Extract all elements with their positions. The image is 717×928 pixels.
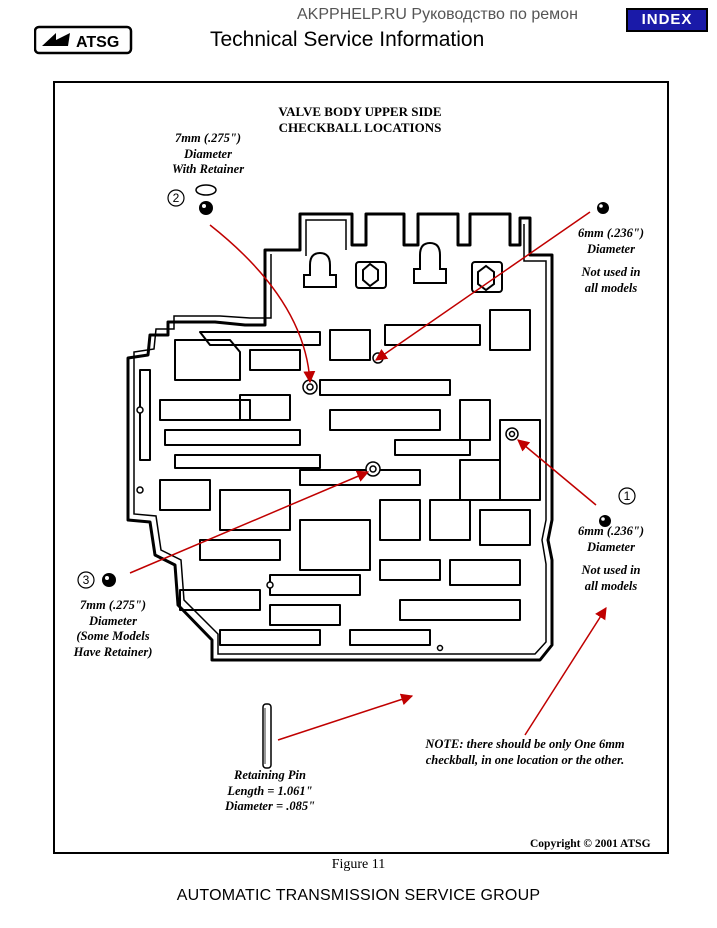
copyright: Copyright © 2001 ATSG <box>530 838 651 850</box>
checkball-icons <box>102 184 611 587</box>
callout-1-note2: all models <box>584 578 638 593</box>
pin-name: Retaining Pin <box>234 768 306 782</box>
callout-top-right-note1: Not used in <box>581 265 641 279</box>
callout-1-label: 6mm (.236") Diameter Not used in all mod… <box>556 524 666 594</box>
watermark-text: AKPPHELP.RU Руководство по ремон <box>297 6 578 23</box>
figure-title-line1: VALVE BODY UPPER SIDE <box>278 104 442 119</box>
callout-1-number: 1 <box>624 489 631 503</box>
callout-1-size: 6mm (.236") <box>578 524 644 538</box>
valve-body-outline <box>126 212 554 662</box>
retaining-pin-label: Retaining Pin Length = 1.061" Diameter =… <box>205 768 335 815</box>
footer-text: AUTOMATIC TRANSMISSION SERVICE GROUP <box>176 887 541 904</box>
logo-text: ATSG <box>76 34 119 51</box>
callout-top-right-note2: all models <box>584 280 638 295</box>
callout-top-right-size: 6mm (.236") <box>578 226 644 240</box>
document-title: Technical Service Information <box>210 28 485 51</box>
retainer-icon <box>195 184 217 196</box>
checkball-6mm-icon <box>597 202 609 214</box>
checkball-7mm-icon <box>199 201 213 215</box>
callout-3-note2: Have Retainer) <box>73 644 153 659</box>
note-line1: NOTE: there should be only One 6mm <box>425 737 625 751</box>
callout-3-size: 7mm (.275") <box>80 598 146 612</box>
checkball-7mm-icon-2 <box>102 573 116 587</box>
note-text: NOTE: there should be only One 6mm check… <box>405 737 645 768</box>
figure-frame <box>53 81 669 854</box>
callout-1-note1: Not used in <box>581 563 641 577</box>
callout-2-badge <box>167 189 185 207</box>
callout-2-note: With Retainer <box>171 162 245 176</box>
callout-2-size: 7mm (.275") <box>175 131 241 145</box>
callout-top-right-label: 6mm (.236") Diameter Not used in all mod… <box>556 226 666 296</box>
figure-title: VALVE BODY UPPER SIDE CHECKBALL LOCATION… <box>250 104 470 136</box>
pin-length: Length = 1.061" <box>227 783 313 798</box>
atsg-logo: ATSG <box>33 24 134 56</box>
callout-2-number: 2 <box>173 191 180 205</box>
callout-3-number: 3 <box>83 573 90 587</box>
callout-1-diameter: Diameter <box>587 539 635 554</box>
callout-3-note1: (Some Models <box>76 629 150 643</box>
callout-3-diameter: Diameter <box>89 613 137 628</box>
retaining-pin <box>262 693 414 769</box>
figure-caption: Figure 11 <box>331 857 386 872</box>
leader-arrows <box>129 211 607 736</box>
note-line2: checkball, in one location or the other. <box>425 752 625 767</box>
callout-3-badge <box>77 571 95 589</box>
pin-diameter: Diameter = .085" <box>224 799 316 813</box>
callout-top-right-diameter: Diameter <box>587 241 635 256</box>
callout-2-label: 7mm (.275") Diameter With Retainer <box>148 131 268 178</box>
callout-3-label: 7mm (.275") Diameter (Some Models Have R… <box>58 598 168 660</box>
callout-1-badge <box>618 487 636 505</box>
callout-2-diameter: Diameter <box>184 146 232 161</box>
figure-title-line2: CHECKBALL LOCATIONS <box>278 120 442 135</box>
index-button[interactable]: INDEX <box>626 8 708 32</box>
